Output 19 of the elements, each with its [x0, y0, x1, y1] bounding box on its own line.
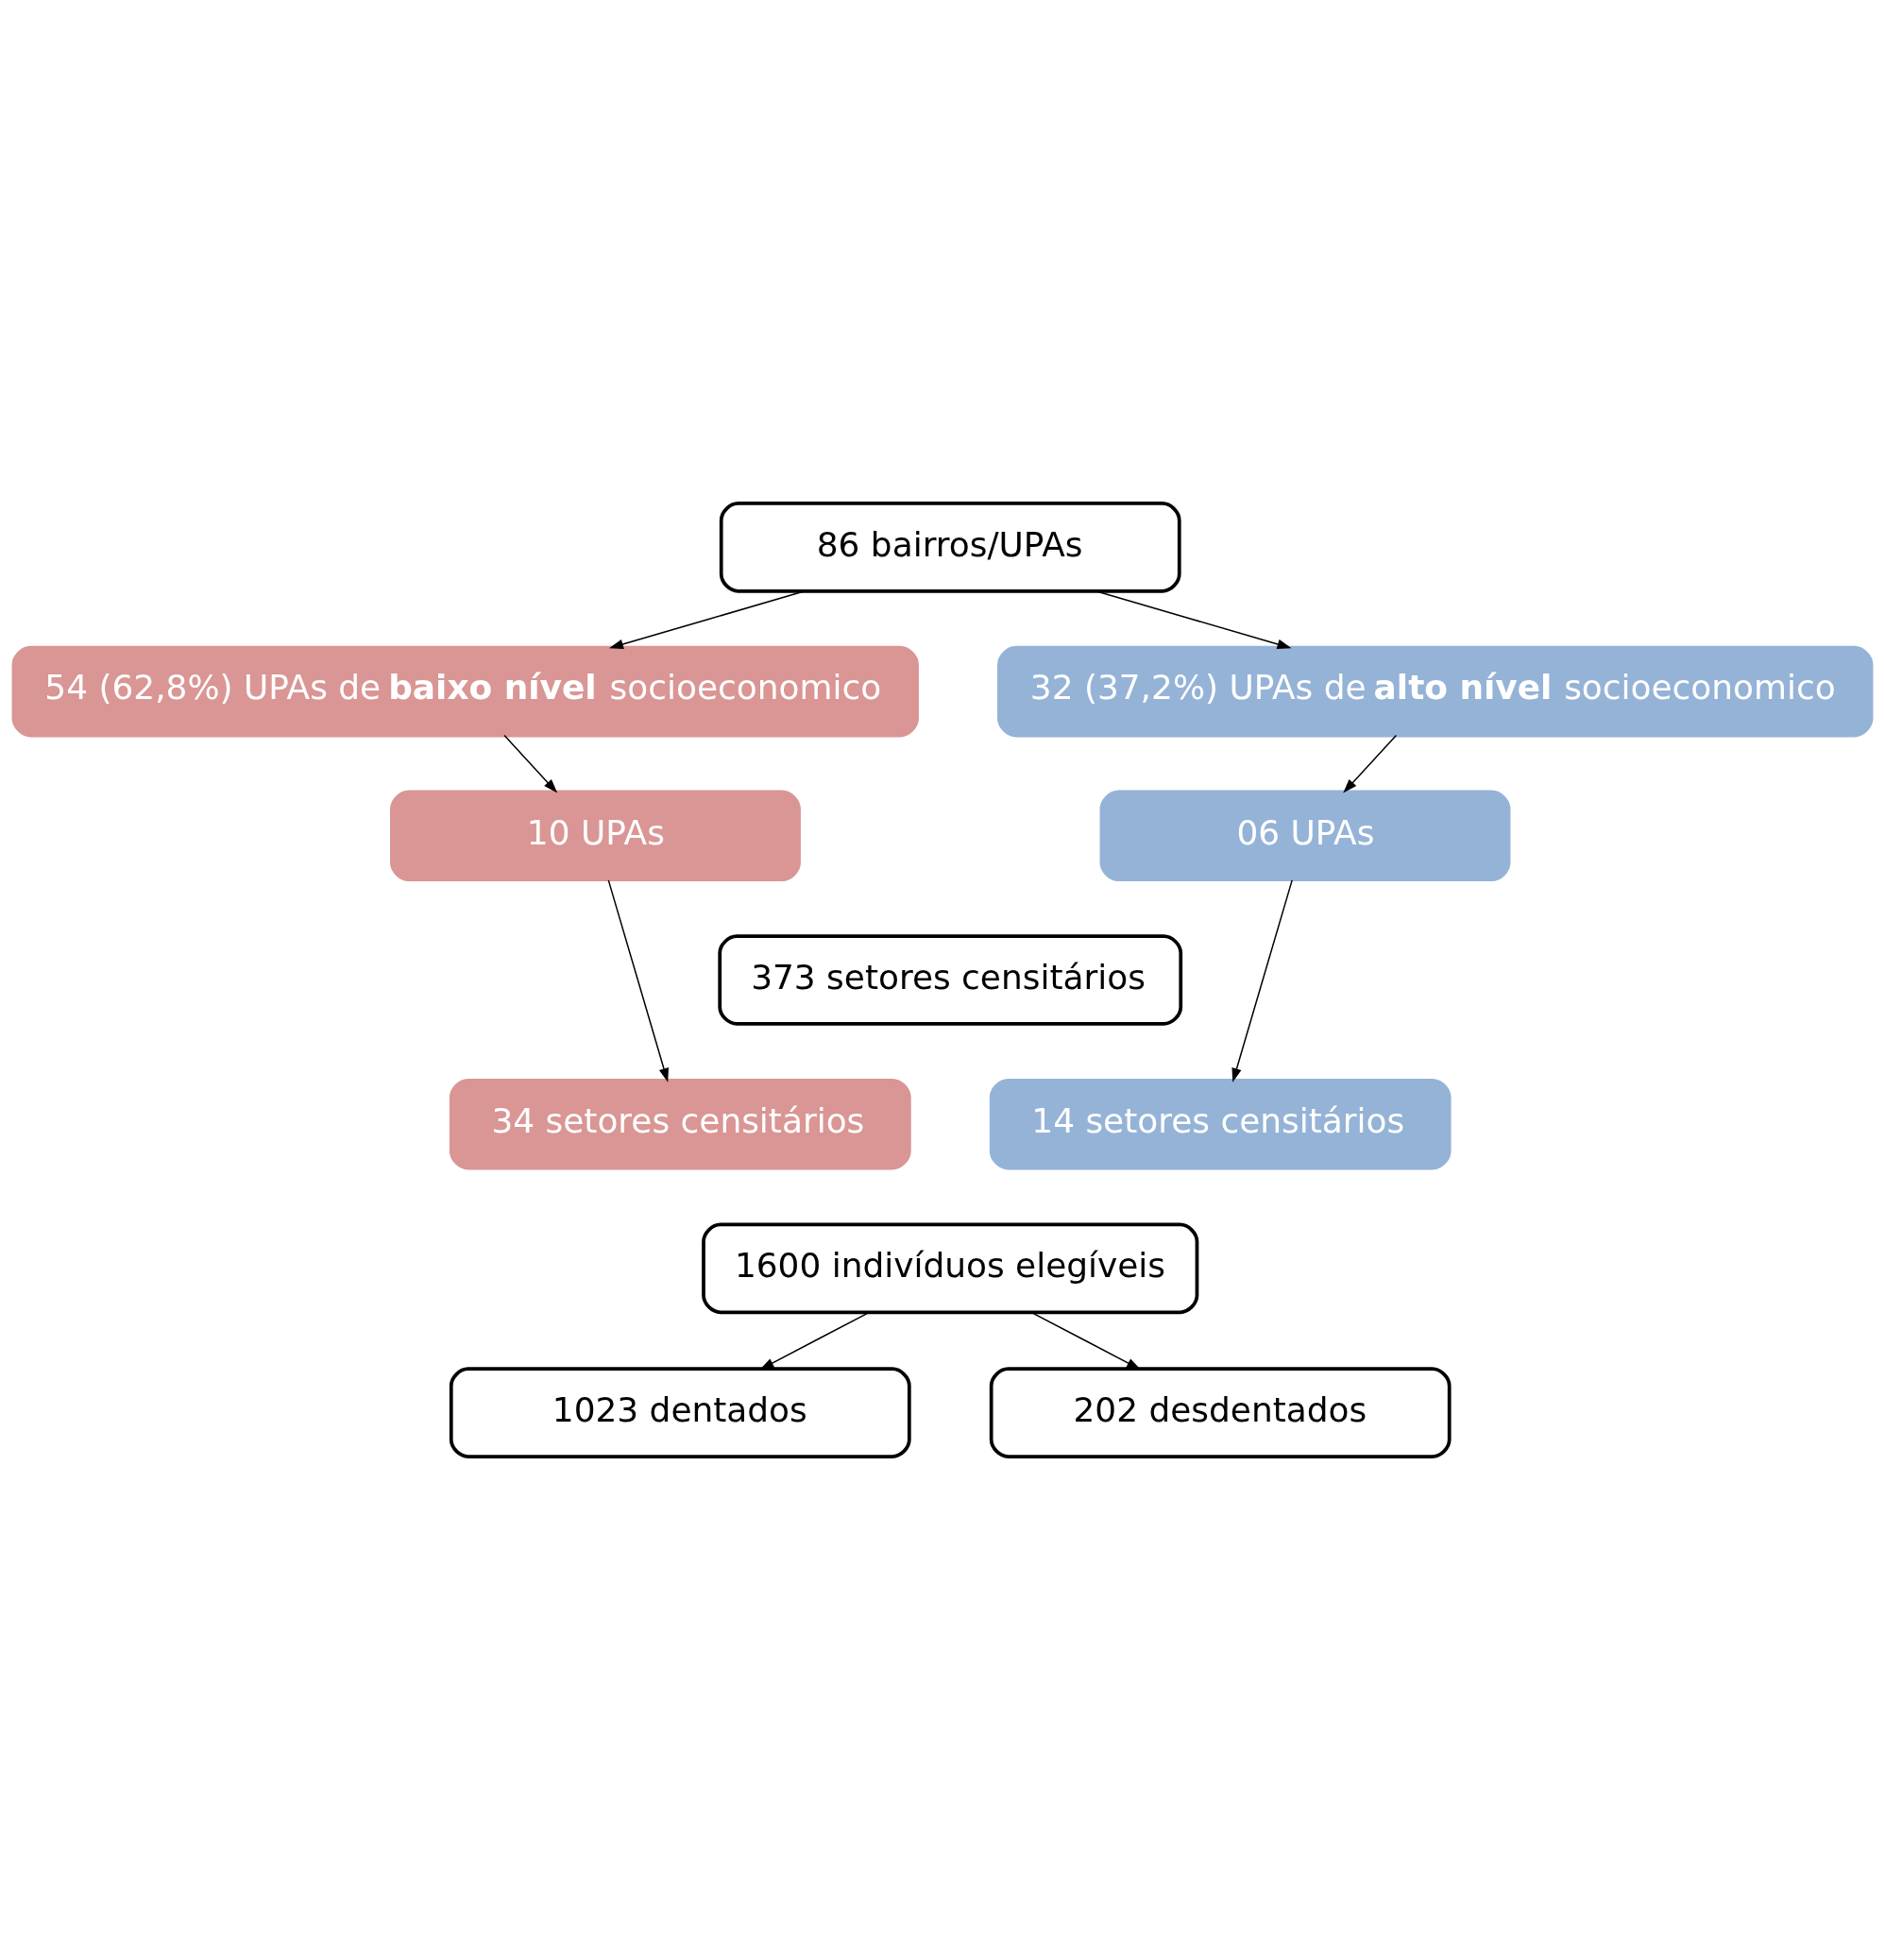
arrow	[607, 879, 670, 1082]
node-box: 373 setores censitários	[718, 934, 1183, 1026]
node-box: 1023 dentados	[449, 1367, 911, 1458]
arrow	[503, 734, 558, 793]
node-box: 32 (37,2%) UPAs de alto nível socioeconomico	[997, 645, 1874, 738]
arrow	[759, 1311, 871, 1371]
arrow	[1030, 1311, 1141, 1371]
node-box: 10 UPAs	[390, 790, 801, 882]
node-box: 06 UPAs	[1099, 790, 1511, 882]
node-box: 202 desdentados	[989, 1367, 1452, 1458]
arrow	[1343, 734, 1398, 793]
arrow	[1231, 879, 1293, 1082]
arrow	[608, 590, 806, 650]
node-box: 86 bairros/UPAs	[719, 502, 1181, 593]
node-box: 34 setores censitários	[449, 1078, 911, 1170]
node-box: 14 setores censitários	[989, 1078, 1452, 1170]
arrow	[1095, 590, 1292, 650]
node-box: 1600 indivíduos elegíveis	[702, 1222, 1199, 1315]
node-box: 54 (62,8%) UPAs de baixo nível socioeconomico	[11, 645, 919, 738]
